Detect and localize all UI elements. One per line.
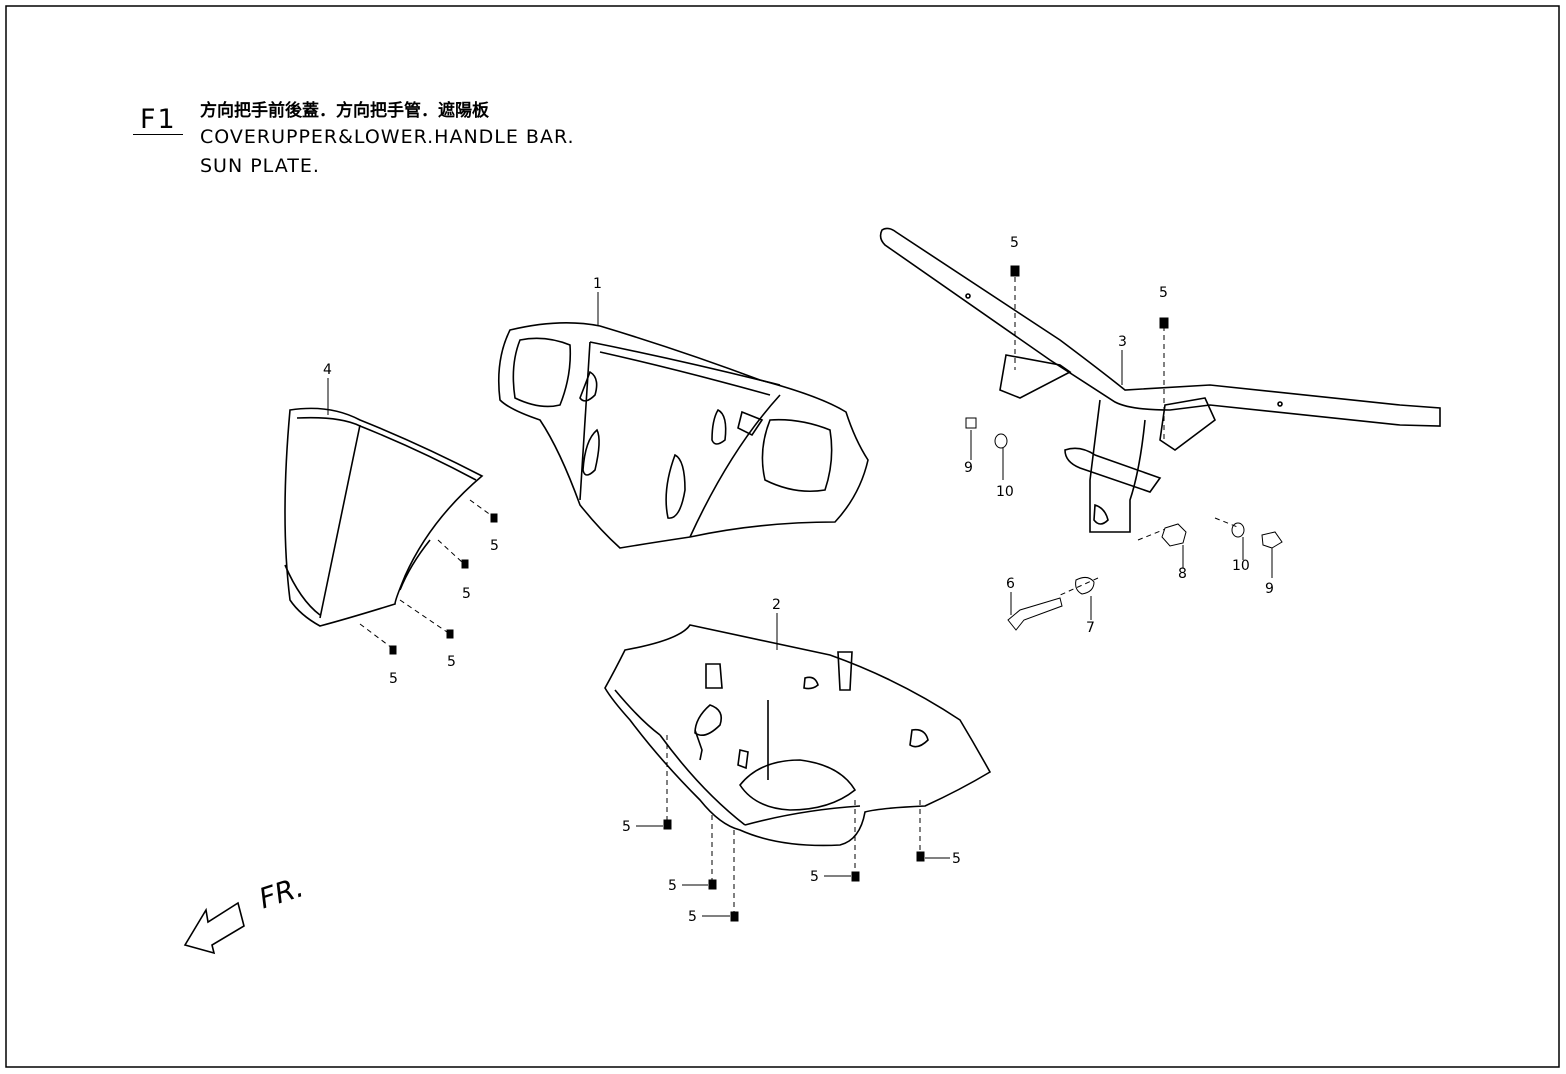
label-part-8: 8 (1178, 566, 1187, 582)
part-labels: 1 2 3 4 6 7 8 9 9 10 10 5 5 5 5 5 5 5 5 … (323, 235, 1274, 925)
rear-cover-screws (663, 735, 925, 922)
label-part-9-right: 9 (1265, 581, 1274, 597)
title-english-line-1: COVERUPPER&LOWER.HANDLE BAR. (200, 126, 575, 148)
label-part-4: 4 (323, 362, 332, 378)
label-part-10-left: 10 (996, 484, 1014, 500)
label-part-5-bar-b: 5 (1159, 285, 1168, 301)
label-part-10-right: 10 (1232, 558, 1250, 574)
label-part-5-rear-d: 5 (810, 869, 819, 885)
label-part-3: 3 (1118, 334, 1127, 350)
figure-code: F1 (140, 104, 177, 135)
title-english-line-2: SUN PLATE. (200, 155, 320, 177)
handle-bar-part (879, 227, 1441, 533)
rear-handle-cover-part (604, 624, 992, 847)
sun-plate-screws (359, 499, 498, 655)
front-handle-cover-part (497, 322, 869, 549)
figure-code-underline (133, 134, 183, 135)
label-part-5-sun-a: 5 (490, 538, 499, 554)
label-part-9-left: 9 (964, 460, 973, 476)
leader-lines (327, 292, 1273, 917)
label-part-5-rear-e: 5 (952, 851, 961, 867)
label-part-5-sun-c: 5 (447, 654, 456, 670)
label-part-5-sun-d: 5 (389, 671, 398, 687)
label-part-5-sun-b: 5 (462, 586, 471, 602)
handle-bar-fasteners (965, 265, 1283, 631)
label-part-5-bar-a: 5 (1010, 235, 1019, 251)
label-part-5-rear-b: 5 (668, 878, 677, 894)
sun-plate-part (284, 407, 484, 627)
drawing-frame (5, 5, 1560, 1068)
label-part-7: 7 (1086, 620, 1095, 636)
front-arrow-icon (183, 901, 245, 955)
label-part-6: 6 (1006, 576, 1015, 592)
title-chinese: 方向把手前後蓋．方向把手管．遮陽板 (200, 101, 489, 121)
label-part-5-rear-a: 5 (622, 819, 631, 835)
label-part-5-rear-c: 5 (688, 909, 697, 925)
label-part-2: 2 (772, 597, 781, 613)
label-part-1: 1 (593, 276, 602, 292)
